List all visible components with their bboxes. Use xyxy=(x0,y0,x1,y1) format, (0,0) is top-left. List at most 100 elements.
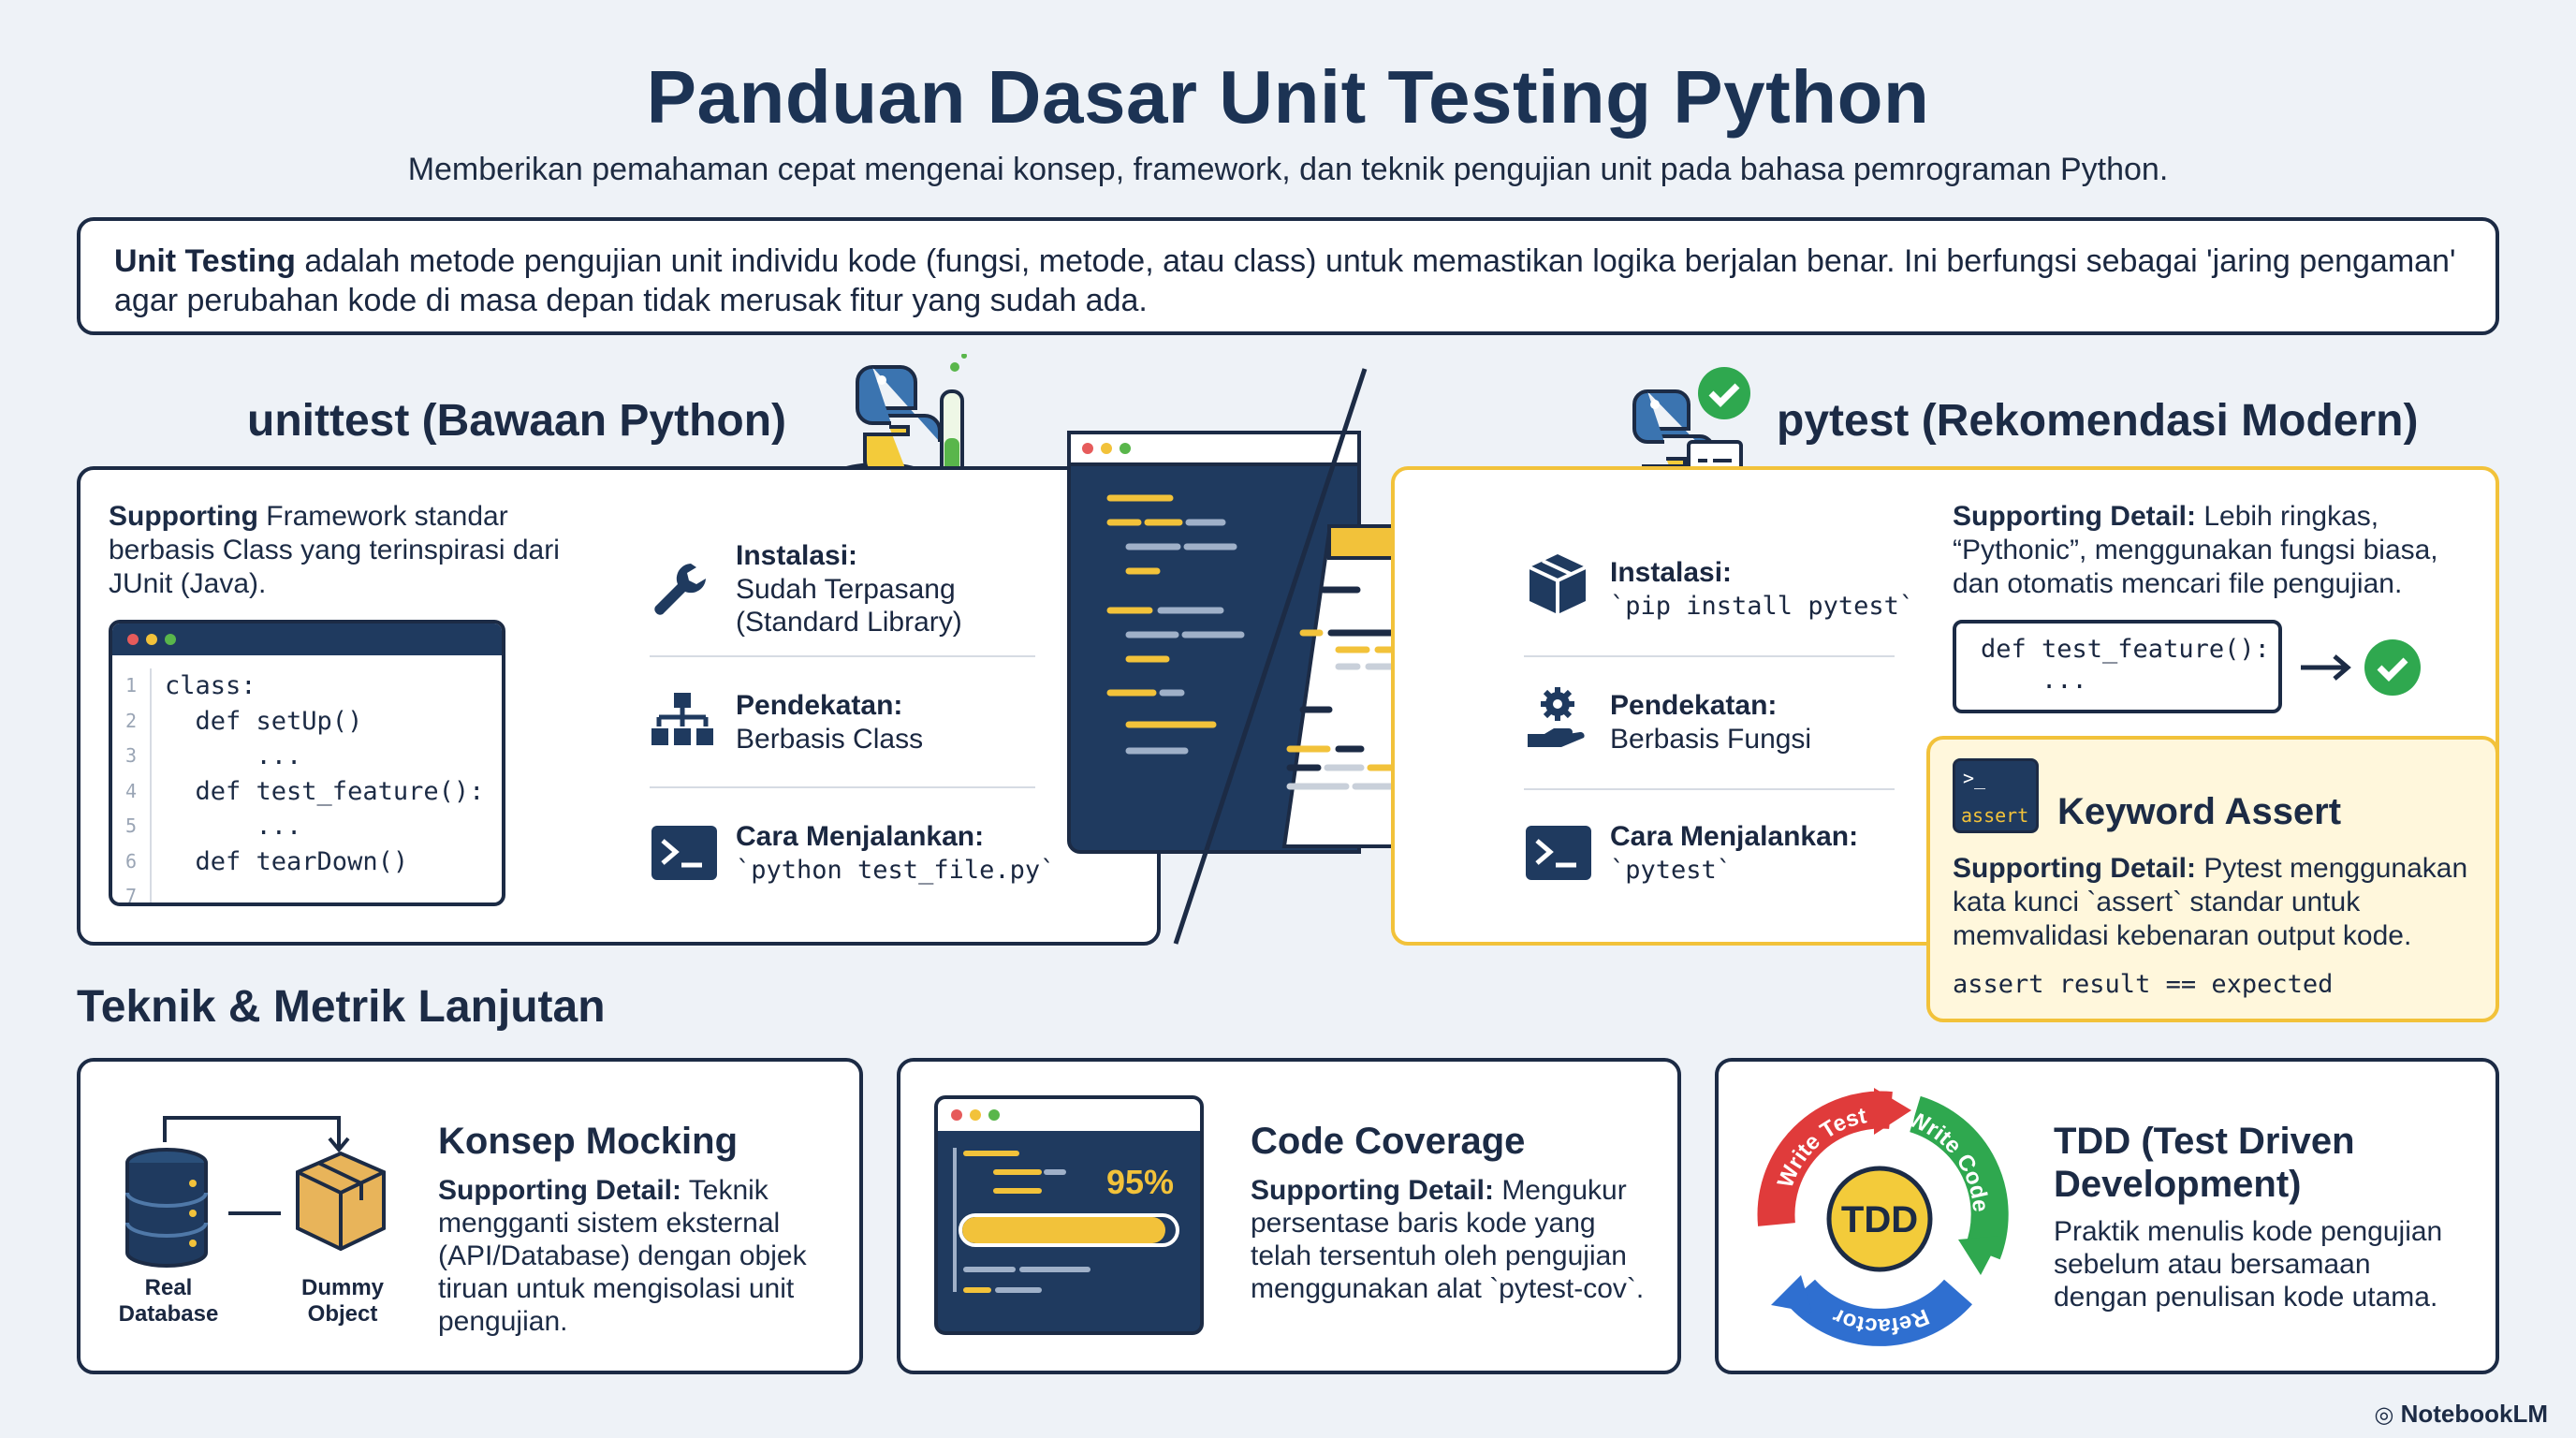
unittest-approach-label: Pendekatan: xyxy=(736,690,903,721)
pytest-item-install: Instalasi: `pip install pytest` xyxy=(1610,556,1947,624)
pytest-support-text: Lebih ringkas, “Pythonic”, menggunakan f… xyxy=(1953,501,2438,599)
line-number: 3 xyxy=(125,739,152,774)
line-code: def setUp() xyxy=(165,706,363,736)
notebooklm-logo-icon: ◎ xyxy=(2374,1402,2394,1428)
pytest-install-label: Instalasi: xyxy=(1610,557,1733,588)
window-dot-green xyxy=(988,1109,1000,1121)
unittest-heading: unittest (Bawaan Python) xyxy=(247,396,787,446)
advanced-heading: Teknik & Metrik Lanjutan xyxy=(77,982,606,1032)
pytest-approach-value: Berbasis Fungsi xyxy=(1610,724,1812,755)
divider xyxy=(1524,655,1895,657)
divider xyxy=(1524,788,1895,790)
definition-term: Unit Testing xyxy=(114,243,296,279)
coverage-title: Code Coverage xyxy=(1251,1121,1526,1162)
pytest-code-line-2: ... xyxy=(1981,666,2087,695)
dummy-object-label-2: Object xyxy=(307,1301,378,1327)
mocking-support-label: Supporting Detail: xyxy=(438,1175,681,1206)
definition-text: adalah metode pengujian unit individu ko… xyxy=(114,243,2456,318)
assert-support-text: Pytest menggunakan kata kunci `assert` s… xyxy=(1953,853,2468,951)
code-line: 5 ... xyxy=(125,809,502,844)
package-icon xyxy=(1529,554,1587,614)
dummy-object-label-1: Dummy xyxy=(300,1275,385,1300)
code-window-titlebar xyxy=(112,624,502,655)
terminal-icon xyxy=(1526,826,1591,880)
definition-box: Unit Testing adalah metode pengujian uni… xyxy=(77,217,2499,335)
tdd-text: Praktik menulis kode pengujian sebelum a… xyxy=(2054,1216,2443,1313)
unittest-install-value: Sudah Terpasang (Standard Library) xyxy=(736,574,962,638)
dummy-object-label: Dummy Object xyxy=(277,1275,408,1328)
pytest-install-value: `pip install pytest` xyxy=(1610,592,1915,621)
terminal-icon xyxy=(651,826,717,880)
line-code: ... xyxy=(165,812,302,841)
assert-title: Keyword Assert xyxy=(2057,791,2342,832)
window-dot-red xyxy=(951,1109,962,1121)
line-number: 1 xyxy=(125,668,152,704)
tdd-cycle-diagram: Write Test Write Code Refactor TDD xyxy=(1757,1088,2009,1346)
line-code: class: xyxy=(165,671,256,700)
pytest-run-label: Cara Menjalankan: xyxy=(1610,821,1859,852)
line-code: def test_feature(): xyxy=(165,776,485,806)
code-comparison-illustration xyxy=(1067,368,1485,945)
pytest-heading: pytest (Rekomendasi Modern) xyxy=(1777,396,2419,446)
pytest-run-value: `pytest` xyxy=(1610,856,1733,885)
database-icon xyxy=(125,1148,208,1268)
arrow-check-icon xyxy=(2301,639,2421,696)
coverage-text: Supporting Detail: Mengukur persentase b… xyxy=(1251,1174,1653,1305)
pytest-code-snippet: def test_feature(): ... xyxy=(1953,620,2282,713)
unittest-run-label: Cara Menjalankan: xyxy=(736,821,985,852)
coverage-code-lines xyxy=(953,1148,1090,1293)
divider xyxy=(650,786,1035,788)
notebooklm-brand: ◎ NotebookLM xyxy=(2374,1400,2548,1429)
tdd-title: TDD (Test Driven Development) xyxy=(2054,1120,2466,1206)
wrench-icon xyxy=(654,564,706,615)
unittest-item-install: Instalasi: Sudah Terpasang (Standard Lib… xyxy=(736,539,1054,638)
line-code: ... xyxy=(165,741,302,770)
coverage-support-label: Supporting Detail: xyxy=(1251,1175,1494,1206)
unittest-support-text: Framework standar berbasis Class yang te… xyxy=(109,501,560,599)
line-number: 7 xyxy=(125,879,152,902)
real-database-label-1: Real xyxy=(144,1275,193,1300)
coverage-progress-bar xyxy=(959,1213,1179,1247)
page-title: Panduan Dasar Unit Testing Python xyxy=(646,55,1930,139)
unittest-approach-value: Berbasis Class xyxy=(736,724,924,755)
line-code: def tearDown() xyxy=(165,846,409,876)
line-number: 4 xyxy=(125,773,152,809)
line-number: 2 xyxy=(125,703,152,739)
window-dot-yellow xyxy=(970,1109,981,1121)
mocking-text: Supporting Detail: Teknik mengganti sist… xyxy=(438,1174,812,1338)
assert-icon-text: assert xyxy=(1961,804,2029,827)
line-number: 6 xyxy=(125,844,152,879)
code-line: 3 ... xyxy=(125,739,502,774)
unittest-item-approach: Pendekatan: Berbasis Class xyxy=(736,689,1054,756)
pytest-approach-label: Pendekatan: xyxy=(1610,690,1778,721)
hierarchy-icon xyxy=(651,693,713,745)
unittest-item-run: Cara Menjalankan: `python test_file.py` xyxy=(736,820,1091,888)
window-dot-red xyxy=(127,634,139,645)
unittest-run-value: `python test_file.py` xyxy=(736,856,1056,885)
pytest-item-approach: Pendekatan: Berbasis Fungsi xyxy=(1610,689,1947,756)
code-line: 4 def test_feature(): xyxy=(125,773,502,809)
pytest-code-line-1: def test_feature(): xyxy=(1981,635,2270,664)
window-dot-green xyxy=(165,634,176,645)
code-line: 7 xyxy=(125,879,502,902)
pytest-item-run: Cara Menjalankan: `pytest` xyxy=(1610,820,1947,888)
unittest-support: Supporting Framework standar berbasis Cl… xyxy=(109,500,595,601)
page-subtitle: Memberikan pemahaman cepat mengenai kons… xyxy=(407,152,2169,187)
assert-support: Supporting Detail: Pytest menggunakan ka… xyxy=(1953,852,2477,953)
code-line: 2 def setUp() xyxy=(125,703,502,739)
unittest-support-label: Supporting xyxy=(109,501,258,532)
coverage-progress-fill xyxy=(962,1217,1165,1243)
gear-hand-icon xyxy=(1528,687,1585,747)
notebooklm-brand-text: NotebookLM xyxy=(2400,1400,2548,1428)
real-database-label-2: Database xyxy=(118,1301,219,1327)
unittest-install-label: Instalasi: xyxy=(736,540,858,571)
mocking-title: Konsep Mocking xyxy=(438,1121,739,1162)
pytest-support: Supporting Detail: Lebih ringkas, “Pytho… xyxy=(1953,500,2477,601)
box-icon xyxy=(296,1151,386,1252)
tdd-title-line-1: TDD (Test Driven xyxy=(2054,1121,2355,1162)
tdd-title-line-2: Development) xyxy=(2054,1164,2302,1205)
window-dot-yellow xyxy=(146,634,157,645)
coverage-percent-label: 95% xyxy=(1106,1163,1175,1201)
